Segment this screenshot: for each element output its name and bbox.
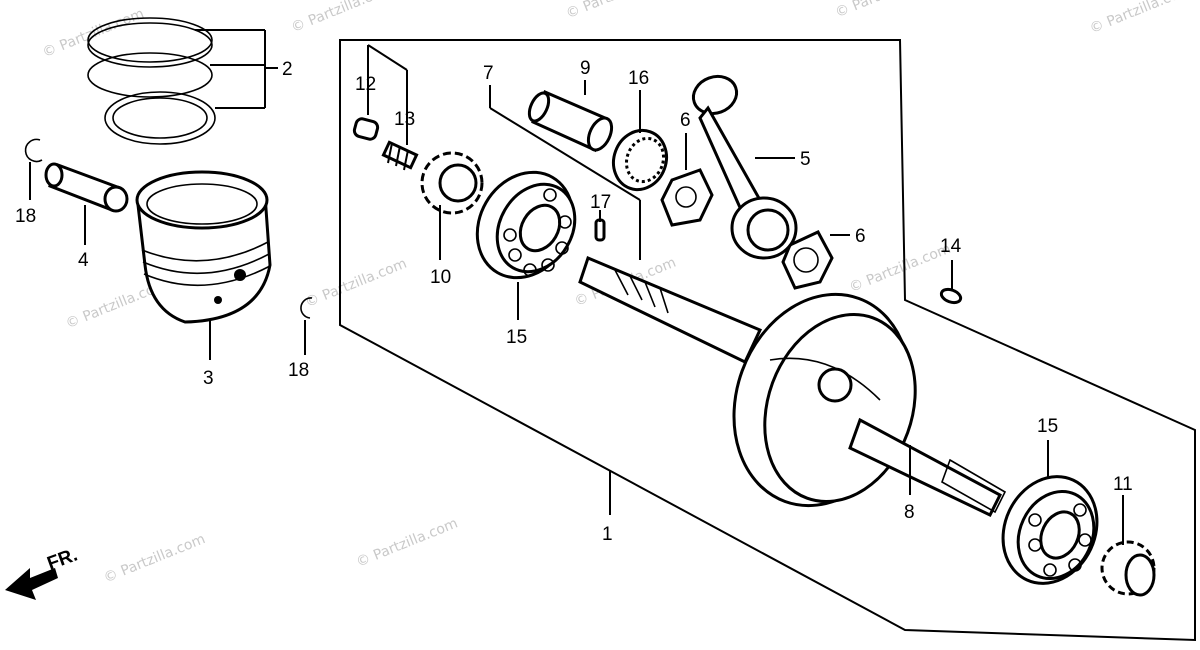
piston[interactable]: [135, 170, 272, 324]
pin-clip-left[interactable]: [24, 138, 43, 163]
watermark: © Partzilla.com: [102, 531, 208, 586]
piston-pin[interactable]: [44, 162, 129, 213]
callout-17: 17: [590, 192, 611, 213]
callout-11: 11: [1113, 474, 1133, 495]
callout-10: 10: [430, 267, 451, 288]
watermark: © Partzilla.com: [40, 6, 146, 61]
callout-7: 7: [483, 63, 494, 84]
timing-gear-10[interactable]: [420, 151, 484, 215]
thrust-washer-upper[interactable]: [660, 168, 714, 227]
spring-13[interactable]: [381, 140, 419, 171]
callout-2: 2: [282, 59, 293, 80]
callout-9: 9: [580, 58, 591, 79]
ball-bearing-right[interactable]: [986, 461, 1114, 599]
front-arrow-label: FR.: [45, 544, 81, 574]
woodruff-key[interactable]: [594, 218, 606, 242]
callout-1: 1: [602, 524, 613, 545]
callout-labels: 1 2 3 4 5 6 6 7 8 9 10 11 12 13 14 15 15…: [15, 58, 1133, 545]
watermark: © Partzilla.com: [847, 241, 953, 296]
crankshaft-assembly-outline: [339, 39, 1196, 642]
leader-lines: [29, 44, 1124, 545]
cam-sprocket-11[interactable]: [1100, 540, 1156, 597]
callout-15b: 15: [1037, 416, 1058, 437]
crankshaft[interactable]: [578, 255, 1007, 531]
callout-15a: 15: [506, 327, 527, 348]
watermark: © Partzilla.com: [289, 0, 395, 36]
crank-pin[interactable]: [525, 90, 616, 154]
watermark: © Partzilla.com: [564, 0, 670, 22]
callout-14: 14: [940, 236, 962, 257]
callout-12: 12: [355, 74, 376, 95]
callout-6b: 6: [855, 226, 866, 247]
connecting-rod[interactable]: [688, 71, 798, 260]
callout-13: 13: [394, 109, 415, 130]
watermark: © Partzilla.com: [1088, 0, 1194, 37]
thrust-washer-lower[interactable]: [781, 230, 834, 290]
callout-16: 16: [628, 68, 649, 89]
pin-clip-right[interactable]: [300, 297, 313, 319]
watermark: © Partzilla.com: [833, 0, 939, 21]
callout-18b: 18: [288, 360, 309, 381]
pin-12[interactable]: [352, 117, 380, 141]
callout-18a: 18: [15, 206, 36, 227]
callout-8: 8: [904, 502, 915, 523]
ball-bearing-left[interactable]: [459, 155, 592, 295]
callout-6a: 6: [680, 110, 691, 131]
callout-3: 3: [203, 368, 214, 389]
piston-rings[interactable]: [87, 17, 278, 145]
callout-5: 5: [800, 149, 811, 170]
watermark: © Partzilla.com: [354, 515, 460, 570]
spacer-14[interactable]: [939, 287, 963, 305]
needle-bearing[interactable]: [605, 123, 674, 197]
callout-4: 4: [78, 250, 89, 271]
watermark: © Partzilla.com: [303, 256, 409, 311]
front-direction-arrow: FR.: [5, 544, 80, 600]
